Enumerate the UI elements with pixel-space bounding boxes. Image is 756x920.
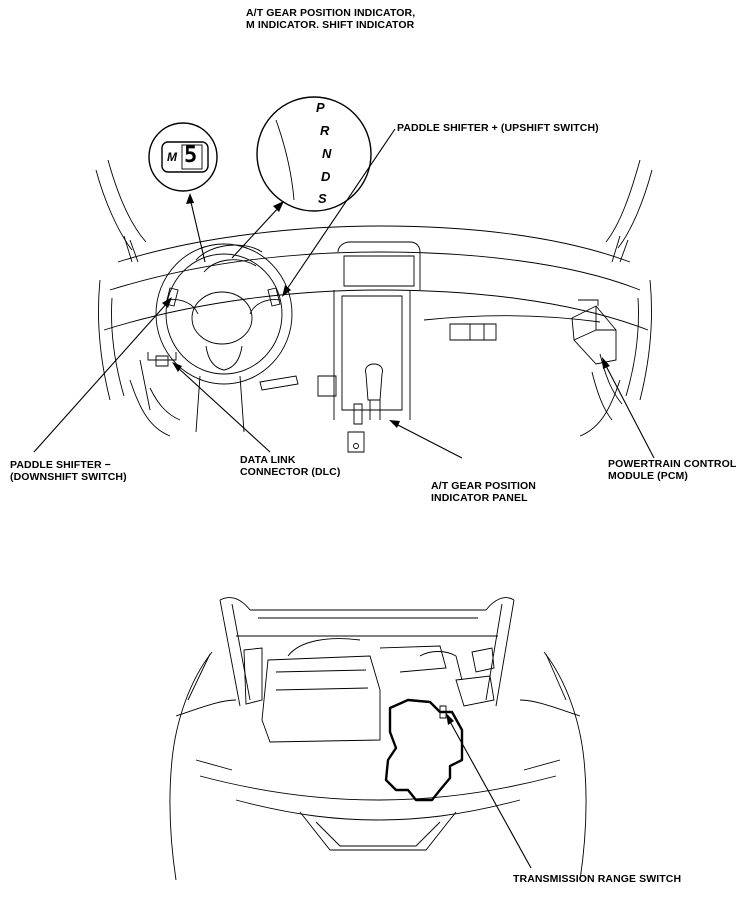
gear-letter-r: R [320,123,330,138]
m-indicator-letter: M [167,150,178,164]
title-line-2: M INDICATOR. SHIFT INDICATOR [246,18,415,31]
lower-leader-line [446,713,532,869]
dashboard-illustration [95,159,653,453]
label-gear-position-panel: A/T GEAR POSITION INDICATOR PANEL [431,480,536,504]
label-gear-panel-line-2: INDICATOR PANEL [431,491,528,504]
gear-letter-s: S [318,191,327,206]
gear-letter-d: D [321,169,331,184]
label-pcm-line-2: MODULE (PCM) [608,469,688,482]
gear-letter-p: P [316,100,325,115]
label-transmission-range-switch: TRANSMISSION RANGE SWITCH [513,873,682,885]
label-paddle-down-line-1: PADDLE SHIFTER − [10,459,111,471]
gear-position-callout [256,96,372,212]
diagram-title: A/T GEAR POSITION INDICATOR, M INDICATOR… [246,7,416,31]
label-paddle-shifter-down: PADDLE SHIFTER − (DOWNSHIFT SWITCH) [10,459,127,483]
label-paddle-shifter-up: PADDLE SHIFTER + (UPSHIFT SWITCH) [397,122,599,134]
m-indicator-digit: 5 [184,143,198,168]
upper-leader-lines [33,128,655,459]
label-gear-panel-line-1: A/T GEAR POSITION [431,480,536,492]
m-indicator-callout [148,122,218,192]
label-pcm: POWERTRAIN CONTROL MODULE (PCM) [608,458,737,482]
gear-letter-n: N [322,146,332,161]
engine-bay-illustration [169,597,587,881]
label-data-link-connector: DATA LINK CONNECTOR (DLC) [240,454,341,478]
title-line-1: A/T GEAR POSITION INDICATOR, [246,7,416,19]
label-dlc-line-1: DATA LINK [240,454,296,466]
label-paddle-down-line-2: (DOWNSHIFT SWITCH) [10,470,127,483]
label-pcm-line-1: POWERTRAIN CONTROL [608,458,737,470]
label-dlc-line-2: CONNECTOR (DLC) [240,465,341,478]
